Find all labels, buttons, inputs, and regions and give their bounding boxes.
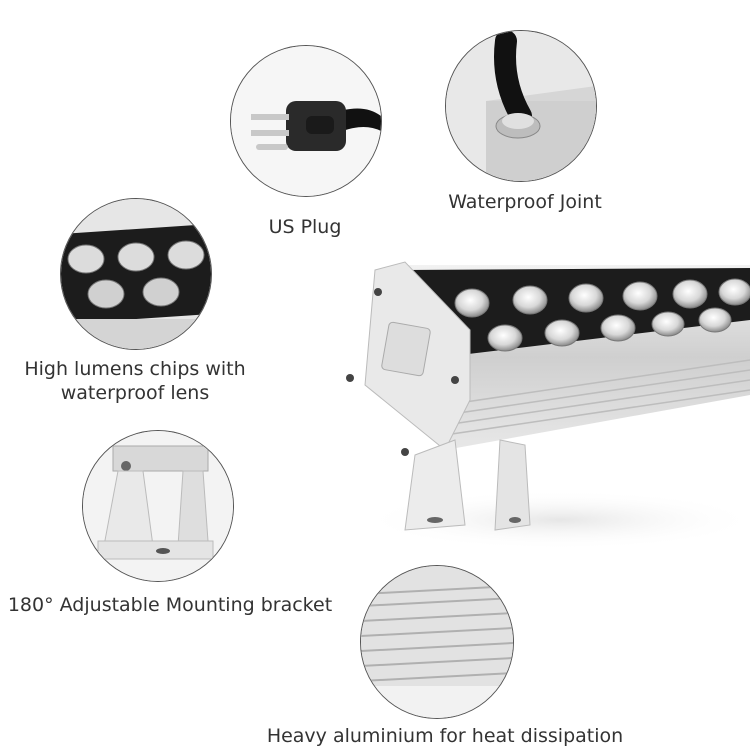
mounting-bracket-photo [83, 431, 233, 581]
bracket-label: 180° Adjustable Mounting bracket [7, 594, 333, 616]
us-plug-circle [230, 45, 382, 197]
heat-label: Heavy aluminium for heat dissipation [266, 725, 624, 747]
led-chips-circle [60, 198, 212, 350]
chips-label-line1: High lumens chips with [24, 358, 246, 380]
waterproof-joint-label: Waterproof Joint [448, 191, 602, 213]
aluminium-housing-circle [360, 565, 514, 719]
us-plug-photo [231, 46, 381, 196]
waterproof-joint-circle [445, 30, 597, 182]
us-plug-label: US Plug [268, 216, 342, 238]
led-chips-photo [61, 199, 211, 349]
aluminium-housing-photo [361, 566, 513, 718]
waterproof-joint-photo [446, 31, 596, 181]
chips-label-line2: waterproof lens [60, 382, 210, 404]
mounting-bracket-circle [82, 430, 234, 582]
